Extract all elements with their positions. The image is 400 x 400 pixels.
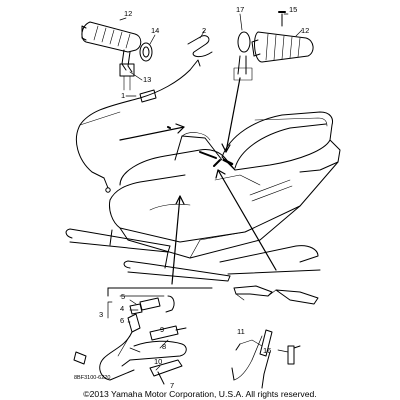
part-12-left-grip [81, 21, 142, 53]
part-13-grip-heater [119, 49, 135, 91]
copyright-notice: ©2013 Yamaha Motor Corporation, U.S.A. A… [83, 389, 317, 399]
callout-8: 8 [162, 342, 166, 351]
callout-9: 9 [160, 325, 164, 334]
panel-brake-lever [227, 269, 321, 305]
callout-17: 17 [236, 5, 244, 14]
callout-10: 10 [154, 357, 162, 366]
part-2-clamp [187, 35, 213, 58]
part-11-cable [231, 329, 273, 389]
drawing-code: 8BF3100-6220 [74, 375, 110, 381]
part-12-right-grip [251, 31, 314, 63]
callout-11: 11 [237, 327, 245, 336]
callout-labels: 12 14 2 13 1 17 15 12 5 4 3 6 9 8 10 7 1… [74, 5, 309, 390]
panel-choke-cable-set [73, 287, 213, 385]
callout-1: 1 [121, 91, 125, 100]
leader-lines [107, 13, 303, 371]
callout-12-right: 12 [301, 26, 309, 35]
part-16-clip [287, 345, 301, 365]
part-1-throttle-cable [76, 59, 201, 193]
part-14-collar [139, 42, 153, 62]
callout-14: 14 [151, 26, 159, 35]
callout-16: 16 [263, 346, 271, 355]
callout-2: 2 [202, 26, 206, 35]
callout-5: 5 [121, 292, 125, 301]
callout-6: 6 [120, 316, 124, 325]
callout-12-left: 12 [124, 9, 132, 18]
direction-arrows [119, 77, 277, 285]
callout-13: 13 [143, 75, 151, 84]
callout-3: 3 [99, 310, 103, 319]
part-17-grip-end [233, 31, 253, 81]
callout-15: 15 [289, 5, 297, 14]
part-15-screw [278, 11, 286, 27]
snowmobile-illustration [65, 111, 341, 282]
callout-4: 4 [120, 304, 124, 313]
callout-7: 7 [170, 381, 174, 390]
